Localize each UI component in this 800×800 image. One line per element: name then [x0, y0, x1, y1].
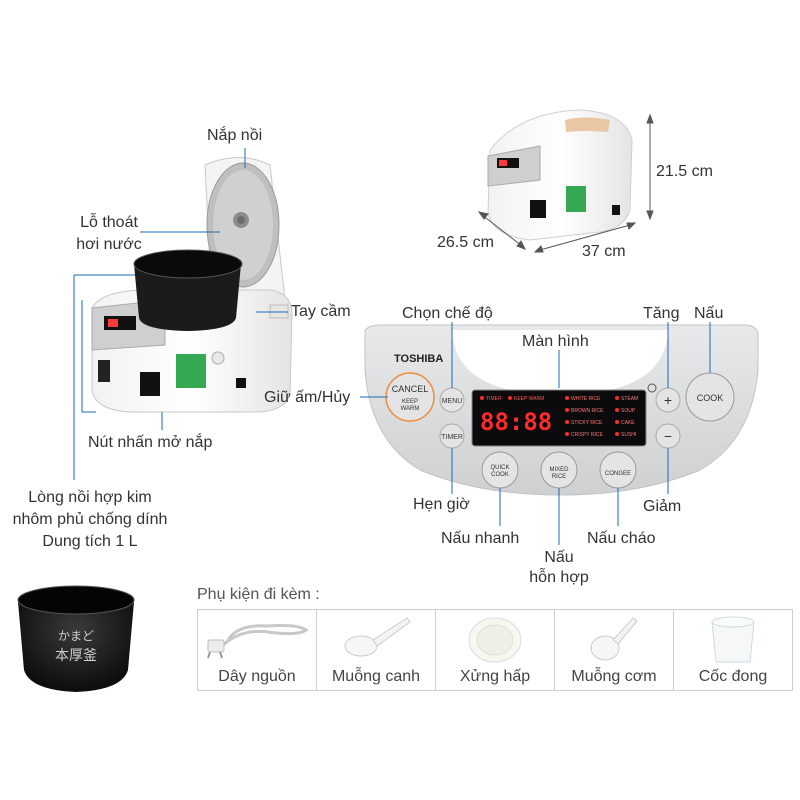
label-decrease: Giảm [643, 498, 682, 515]
label-steam-vent-1: Lỗ thoát [80, 214, 138, 231]
label-lid: Nắp nồi [207, 127, 263, 144]
plus-button-label[interactable]: + [664, 392, 672, 408]
dimension-height: 21.5 cm [656, 163, 713, 180]
menu-button-label[interactable]: MENU [442, 398, 463, 405]
dimension-lines [477, 113, 654, 253]
dimension-depth: 26.5 cm [437, 234, 494, 251]
accessory-name: Dây nguồn [218, 668, 296, 685]
label-cook: Nấu [694, 305, 724, 322]
label-congee: Nấu cháo [587, 530, 656, 547]
label-mixed-2: hỗn hợp [529, 569, 589, 586]
accessories-title: Phụ kiện đi kèm : [197, 586, 320, 603]
label-steam-vent-2: hơi nước [76, 236, 142, 253]
mixed-rice-label-2[interactable]: RICE [552, 474, 566, 480]
dimension-width: 37 cm [582, 243, 626, 260]
mode-crispy-rice: CRISPY RICE [571, 432, 604, 438]
label-lid-button: Nút nhấn mở nắp [88, 434, 213, 451]
mode-white-rice: WHITE RICE [571, 396, 601, 402]
label-timer: Hẹn giờ [413, 496, 470, 513]
measuring-cup-icon [711, 616, 755, 663]
label-handle: Tay cầm [291, 303, 351, 320]
mode-sushi: SUSHI [621, 432, 636, 438]
mode-sticky-rice: STICKY RICE [571, 420, 603, 426]
pot-engraving-1: かまど [58, 629, 94, 643]
cook-button-label[interactable]: COOK [697, 393, 724, 403]
accessory-soup-ladle: Muỗng canh [317, 610, 436, 690]
accessory-measuring-cup: Cốc đong [674, 610, 792, 690]
accessory-rice-paddle: Muỗng cơm [555, 610, 674, 690]
label-mixed-1: Nấu [544, 549, 574, 566]
warm-label: WARM [401, 406, 420, 412]
mode-soup: SOUP [621, 408, 636, 414]
control-panel [364, 324, 759, 496]
cancel-button-label[interactable]: CANCEL [392, 384, 429, 394]
keep-label: KEEP [402, 399, 418, 405]
brand-logo: TOSHIBA [394, 353, 443, 365]
accessory-steamer: Xửng hấp [436, 610, 555, 690]
mode-steam: STEAM [621, 396, 638, 402]
pot-engraving-2: 本厚釜 [55, 647, 97, 663]
indicator-timer: TIMER [486, 396, 502, 402]
label-increase: Tăng [643, 305, 680, 322]
indicator-keep-warm: KEEP WARM [514, 396, 544, 402]
accessories-row: Dây nguồn Muỗng canh Xửng hấp Muỗng cơm … [197, 609, 793, 691]
accessory-name: Muỗng canh [331, 668, 421, 685]
label-display: Màn hình [522, 333, 589, 350]
steamer-tray-icon [468, 617, 522, 663]
label-inner-pot-2: nhôm phủ chống dính [12, 511, 168, 528]
timer-button-label[interactable]: TIMER [441, 434, 463, 441]
accessory-name: Muỗng cơm [571, 668, 657, 685]
mode-cake: CAKE [621, 420, 635, 426]
open-rice-cooker [91, 157, 293, 413]
label-inner-pot-3: Dung tích 1 L [42, 533, 138, 550]
accessory-power-cord: Dây nguồn [198, 610, 317, 690]
soup-ladle-icon [344, 617, 411, 657]
minus-button-label[interactable]: − [664, 428, 672, 444]
inner-pot-image [17, 585, 135, 692]
closed-rice-cooker [487, 109, 633, 241]
mixed-rice-label-1[interactable]: MIXED [549, 467, 569, 473]
clock-display: 88:88 [480, 408, 552, 436]
callout-lines [73, 148, 711, 545]
label-inner-pot-1: Lòng nồi hợp kim [28, 489, 152, 506]
accessory-name: Xửng hấp [459, 668, 531, 685]
mode-brown-rice: BROWN RICE [571, 408, 604, 414]
label-quick-cook: Nấu nhanh [441, 530, 520, 547]
label-keep-warm-cancel: Giữ ấm/Hủy [264, 389, 351, 406]
congee-label[interactable]: CONGEE [605, 471, 631, 477]
label-mode-select: Chọn chế độ [402, 305, 493, 322]
quick-cook-label-2[interactable]: COOK [491, 472, 509, 478]
rice-paddle-icon [590, 617, 638, 661]
power-cord-icon [207, 624, 309, 659]
accessory-name: Cốc đong [698, 668, 768, 685]
quick-cook-label-1[interactable]: QUICK [490, 465, 509, 471]
